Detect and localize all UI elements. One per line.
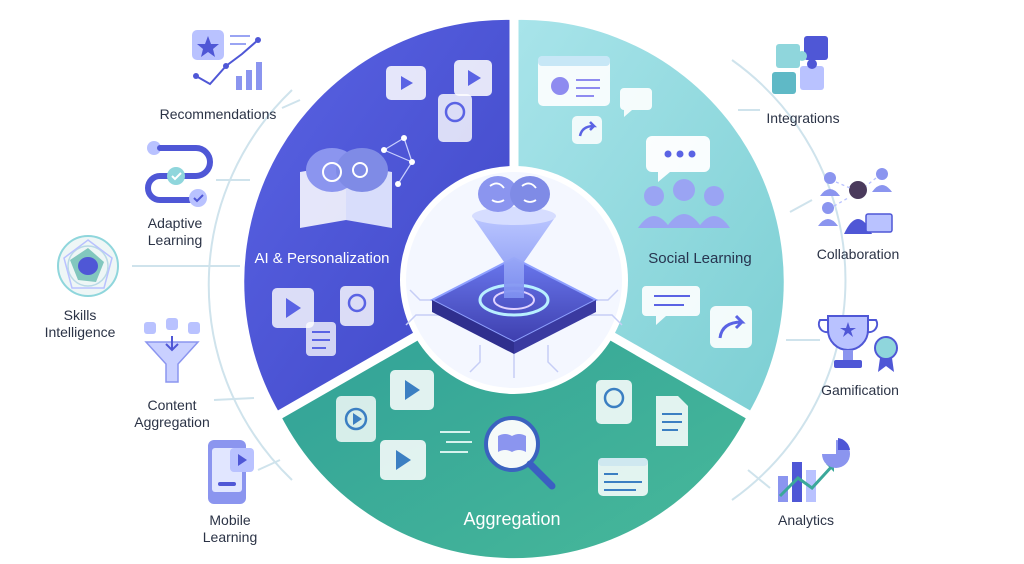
feature-label-line: Intelligence [45,324,116,340]
puzzle-icon [772,36,828,94]
aggregation-segment-title: Aggregation [463,509,560,529]
feature-label-line: Content [147,397,196,413]
feature-content-aggregation[interactable]: Content Aggregation [134,318,210,430]
bar-chart-icon [778,438,850,502]
feature-label-line: Learning [148,232,203,248]
ai-segment-illustrations [272,60,492,356]
feature-label-line: Collaboration [817,246,900,262]
ai-segment-title: AI & Personalization [254,250,389,267]
social-segment-title: Social Learning [648,250,751,267]
feature-label-line: Mobile [209,512,250,528]
right-connectors [738,109,820,489]
feature-label-line: Analytics [778,512,834,528]
mobile-phone-icon [208,440,254,504]
feature-adaptive-learning[interactable]: Adaptive Learning [145,141,213,248]
feature-mobile-learning[interactable]: Mobile Learning [203,440,258,545]
feature-analytics[interactable]: Analytics [778,438,850,528]
feature-integrations[interactable]: Integrations [766,36,840,126]
feature-label-line: Aggregation [134,414,210,430]
skills-radar-icon [57,235,119,297]
social-segment-illustrations [538,56,752,348]
aggregation-segment-illustrations [336,370,688,496]
left-guide-arc [207,89,293,481]
feature-label-line: Skills [64,307,97,323]
left-connectors [132,99,301,471]
funnel-icon [144,318,200,383]
feature-label-line: Recommendations [160,106,277,122]
feature-label-line: Adaptive [148,215,203,231]
feature-label-line: Integrations [766,110,839,126]
adaptive-path-icon [145,141,213,207]
feature-collaboration[interactable]: Collaboration [817,168,900,262]
team-laptop-icon [818,168,893,234]
feature-skills-intelligence[interactable]: Skills Intelligence [45,235,119,340]
feature-label-line: Gamification [821,382,899,398]
feature-label-line: Learning [203,529,258,545]
feature-recommendations[interactable]: Recommendations [160,30,277,122]
trophy-icon [817,315,898,372]
rating-chart-icon [192,30,262,90]
brain-funnel-chip-icon [429,176,599,354]
right-guide-arc [731,59,847,501]
feature-gamification[interactable]: Gamification [817,315,899,398]
